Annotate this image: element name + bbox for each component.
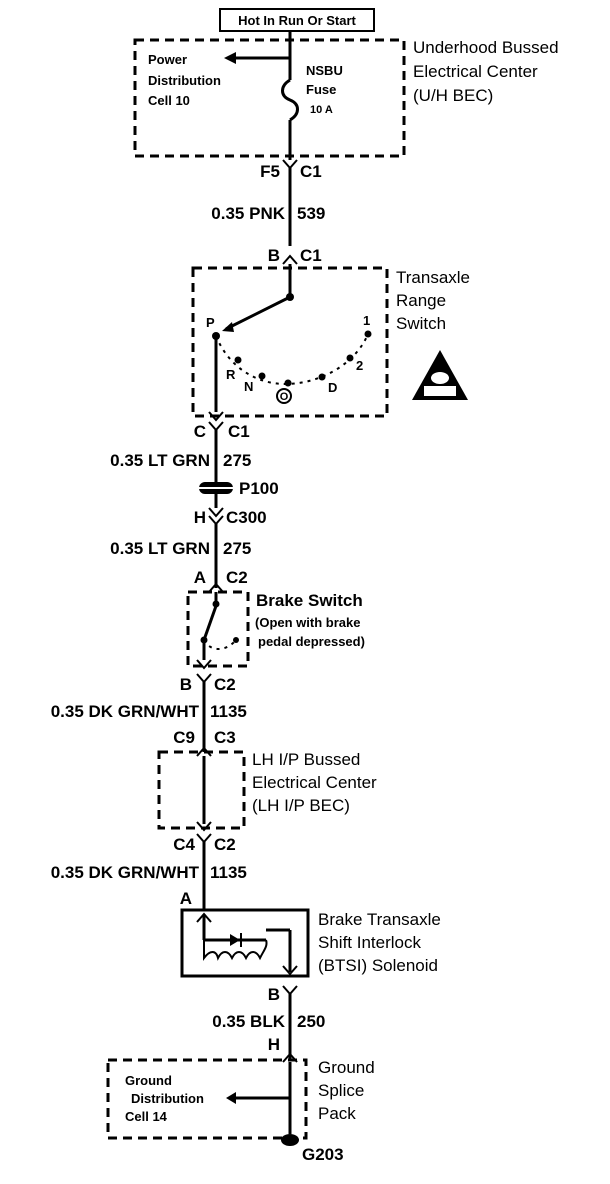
lh-bec-title-1: LH I/P Bussed (252, 750, 360, 769)
conn-lhbec-out-right: C2 (214, 835, 236, 854)
connector-brake-out-icon (196, 659, 212, 670)
bus-arrow-icon (224, 52, 236, 64)
pos-d-label: D (328, 380, 337, 395)
connector-trs-out-icon (208, 411, 224, 422)
ground-splice-title-3: Pack (318, 1104, 356, 1123)
conn-brake-in-left: A (194, 568, 206, 587)
ground-g203-label: G203 (302, 1145, 344, 1164)
btsi-solenoid-box (180, 908, 310, 978)
conn-trs-out-left: C (194, 422, 206, 441)
btsi-title-2: Shift Interlock (318, 933, 421, 952)
solenoid-coil-icon (203, 939, 268, 961)
fuse-label-1: NSBU (306, 63, 343, 78)
brake-switch-contact (202, 605, 218, 641)
btsi-in-label: A (180, 889, 192, 908)
fuse-label-2: Fuse (306, 82, 336, 97)
range-switch-title-3: Switch (396, 314, 446, 333)
conn-trs-out-right: C1 (228, 422, 250, 441)
pdc-label-2: Distribution (148, 73, 221, 88)
wire6-circuit: 250 (297, 1012, 325, 1031)
wire3-gauge: 0.35 LT GRN (110, 539, 210, 558)
btsi-title-3: (BTSI) Solenoid (318, 956, 438, 975)
wire2-gauge: 0.35 LT GRN (110, 451, 210, 470)
ground-g203-icon (281, 1134, 299, 1146)
lh-bec-title-2: Electrical Center (252, 773, 377, 792)
conn-brake-in-right: C2 (226, 568, 248, 587)
connector-trs-in-icon (282, 254, 298, 265)
connector-trs-out-lower-icon (208, 421, 224, 432)
underhood-bec-box (133, 38, 406, 158)
conn-c1-label: C1 (300, 162, 322, 181)
lh-bec-box (157, 750, 246, 830)
conn-c300-left: H (194, 508, 206, 527)
connector-f5-icon (282, 159, 298, 170)
pos-n-label: N (244, 379, 253, 394)
conn-c300-right: C300 (226, 508, 267, 527)
wire5-gauge: 0.35 DK GRN/WHT (51, 863, 200, 882)
btsi-title-1: Brake Transaxle (318, 910, 441, 929)
conn-trs-in-left: B (268, 246, 280, 265)
underhood-bec-title-3: (U/H BEC) (413, 86, 493, 105)
wire2-circuit: 275 (223, 451, 251, 470)
pos-p-label: P (206, 315, 215, 330)
connector-brake-out-lower-icon (196, 673, 212, 684)
conn-lhbec-out-left: C4 (173, 835, 195, 854)
wire1-gauge: 0.35 PNK (211, 204, 285, 223)
range-switch-title-1: Transaxle (396, 268, 470, 287)
conn-lhbec-in-left: C9 (173, 728, 195, 747)
ground-bus-arrow-icon (226, 1092, 236, 1104)
connector-btsi-out-icon (282, 985, 298, 996)
connector-brake-in-icon (208, 582, 224, 593)
wire1-circuit: 539 (297, 204, 325, 223)
pos-2-label: 2 (356, 358, 363, 373)
pos-o-ring (276, 388, 292, 404)
range-switch-title-2: Range (396, 291, 446, 310)
pos-1-label: 1 (363, 313, 370, 328)
p100-label: P100 (239, 479, 279, 498)
conn-trs-in-right: C1 (300, 246, 322, 265)
range-switch-contact (225, 295, 291, 331)
connector-c300-icon (208, 507, 224, 526)
pdc-label-3: Cell 10 (148, 93, 190, 108)
pdc-label-1: Power (148, 52, 187, 67)
brake-switch-note-2: pedal depressed) (258, 634, 365, 649)
power-source-label: Hot In Run Or Start (238, 13, 356, 28)
brake-switch-note-1: (Open with brake (255, 615, 360, 630)
brake-switch-title: Brake Switch (256, 591, 363, 610)
connector-lhbec-out-lower-icon (196, 833, 212, 844)
lh-bec-title-3: (LH I/P BEC) (252, 796, 350, 815)
diode-icon (230, 934, 240, 946)
wire4-gauge: 0.35 DK GRN/WHT (51, 702, 200, 721)
btsi-out-label: B (268, 985, 280, 1004)
brake-switch-box (186, 590, 250, 668)
gdc-label-2: Distribution (131, 1091, 204, 1106)
wire3-circuit: 275 (223, 539, 251, 558)
underhood-bec-title-2: Electrical Center (413, 62, 538, 81)
underhood-bec-title-1: Underhood Bussed (413, 38, 559, 57)
conn-lhbec-in-right: C3 (214, 728, 236, 747)
conn-f5-label: F5 (260, 162, 280, 181)
conn-brake-out-right: C2 (214, 675, 236, 694)
ground-splice-title-1: Ground (318, 1058, 375, 1077)
pos-r-label: R (226, 367, 236, 382)
wire5-circuit: 1135 (210, 863, 247, 882)
brake-switch-actuator (203, 639, 237, 650)
gdc-label-3: Cell 14 (125, 1109, 168, 1124)
ground-in-label: H (268, 1035, 280, 1054)
fuse-icon (281, 78, 299, 122)
ground-splice-box (106, 1058, 308, 1140)
ground-splice-title-2: Splice (318, 1081, 364, 1100)
pos-o-label: O (280, 391, 289, 403)
fuse-label-3: 10 A (310, 104, 333, 116)
power-source-box (219, 8, 375, 32)
connector-lhbec-out-icon (196, 821, 212, 832)
wire4-circuit: 1135 (210, 702, 247, 721)
conn-brake-out-left: B (180, 675, 192, 694)
gdc-label-1: Ground (125, 1073, 172, 1088)
wire6-gauge: 0.35 BLK (212, 1012, 285, 1031)
